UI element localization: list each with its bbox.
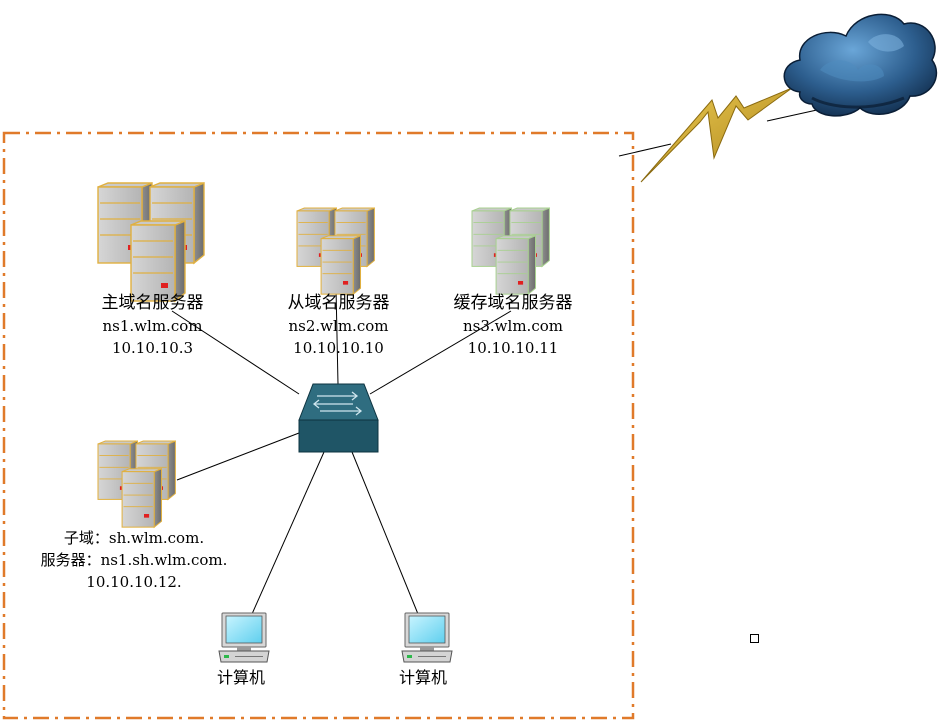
server-group-icon xyxy=(98,441,175,527)
lightning-icon xyxy=(640,87,793,183)
link-pc2 xyxy=(351,451,419,615)
subdomain-server-label: 子域：sh.wlm.com. 服务器：ns1.sh.wlm.com. 10.10… xyxy=(14,527,254,593)
computer-icon xyxy=(218,612,270,663)
subdomain-line: 子域：sh.wlm.com. xyxy=(63,529,205,547)
computer-label: 计算机 xyxy=(399,668,448,687)
secondary-server-name: 从域名服务器 xyxy=(287,293,390,313)
link-external-1 xyxy=(618,143,672,157)
cache-server-label: 缓存域名服务器 ns3.wlm.com 10.10.10.11 xyxy=(438,292,588,359)
link-cache xyxy=(369,310,512,395)
primary-server-label: 主域名服务器 ns1.wlm.com 10.10.10.3 xyxy=(80,292,225,359)
server-group-icon xyxy=(98,183,204,301)
link-pc1 xyxy=(251,451,325,615)
computer-icon xyxy=(401,612,453,663)
cache-server-ip: 10.10.10.11 xyxy=(467,339,559,357)
cache-server-domain: ns3.wlm.com xyxy=(463,317,563,335)
secondary-server-ip: 10.10.10.10 xyxy=(293,339,384,357)
secondary-server-label: 从域名服务器 ns2.wlm.com 10.10.10.10 xyxy=(266,292,411,359)
primary-server-ip: 10.10.10.3 xyxy=(111,339,194,357)
link-secondary xyxy=(335,287,339,385)
server-group-icon xyxy=(472,208,549,294)
link-subdomain xyxy=(176,432,300,481)
cache-server-name: 缓存域名服务器 xyxy=(453,293,573,313)
secondary-server-domain: ns2.wlm.com xyxy=(288,317,389,335)
server-group-icon xyxy=(297,208,374,294)
primary-server-domain: ns1.wlm.com xyxy=(102,317,203,335)
subdomain-ip-line: 10.10.10.12. xyxy=(86,573,182,591)
link-primary xyxy=(171,310,300,395)
subdomain-server-line: 服务器：ns1.sh.wlm.com. xyxy=(40,551,228,569)
connection-lines xyxy=(171,105,836,615)
computer-label: 计算机 xyxy=(217,668,266,687)
cloud-icon xyxy=(783,13,938,117)
network-switch-icon xyxy=(298,383,379,453)
primary-server-name: 主域名服务器 xyxy=(101,293,204,313)
selection-handle[interactable] xyxy=(750,634,759,643)
lan-boundary xyxy=(2,131,635,720)
